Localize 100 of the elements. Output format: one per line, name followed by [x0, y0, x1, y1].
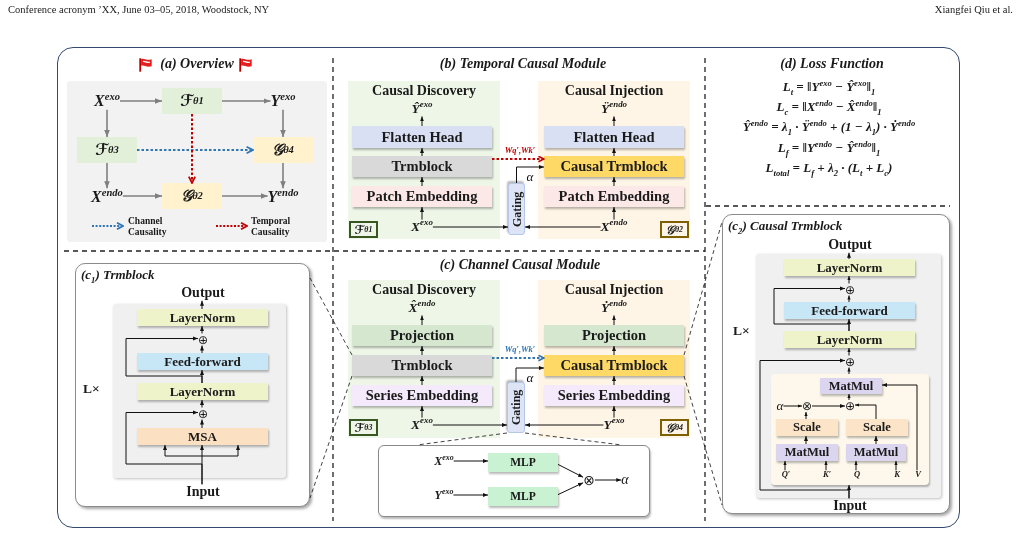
variable-label: V	[915, 470, 921, 480]
region-title: Causal Injection	[564, 282, 664, 298]
operator-symbol: ⊕	[844, 355, 856, 368]
attention-panel	[771, 374, 929, 485]
arrow	[783, 460, 787, 471]
module-region	[348, 81, 500, 239]
arrow	[759, 358, 850, 499]
legend-label: Channel Causality	[128, 216, 168, 238]
variable-label: Y$^{exo}$	[270, 92, 296, 110]
arrow	[524, 423, 604, 427]
arrow	[515, 366, 545, 383]
variable-label: X$^{exo}$	[411, 219, 433, 235]
dotted-arrow	[491, 155, 545, 163]
arrow	[824, 460, 828, 471]
edge-label: Wq′,Wk′	[503, 145, 537, 155]
arrow	[420, 147, 424, 157]
arrow	[125, 336, 203, 384]
panel-title: (c$_{2}$) Causal Trmblock	[728, 219, 843, 234]
arrow	[200, 345, 204, 354]
arrow	[874, 435, 878, 445]
arrow	[280, 162, 286, 189]
region-title: Causal Discovery	[372, 282, 476, 298]
arrow	[221, 193, 269, 199]
layer-box: MSA	[137, 428, 268, 445]
arrow	[119, 98, 163, 104]
operator-symbol: ⊗	[583, 473, 595, 487]
arrow	[557, 463, 584, 478]
arrow	[811, 404, 846, 408]
running-header: Conference acronym ’XX, June 03–05, 2018, Woodstock, NY	[8, 4, 270, 16]
edge-label: Wq′,Wk′	[503, 344, 537, 354]
section-title: (c) Channel Causal Module	[439, 257, 601, 273]
variable-label: Y$^{exo}$	[603, 417, 625, 433]
arrow	[420, 405, 424, 419]
layer-box: Flatten Head	[544, 126, 684, 148]
io-label: Input	[186, 484, 220, 500]
arrow	[847, 347, 851, 356]
arrow	[847, 275, 851, 284]
io-label: Output	[181, 285, 225, 301]
repeat-label: L×	[733, 324, 750, 339]
variable-label: α	[621, 472, 629, 488]
arrow	[104, 162, 110, 189]
layer-box: Patch Embedding	[352, 186, 492, 207]
layer-box: Flatten Head	[352, 126, 492, 148]
arrow	[280, 109, 286, 138]
arrow	[594, 478, 622, 482]
variable-label: X$^{exo}$	[94, 92, 120, 110]
region-title: Causal Discovery	[372, 83, 476, 99]
operator-symbol: ⊗	[801, 400, 813, 412]
variable-label: Ŷ$^{exo}$	[411, 101, 433, 117]
formula: L$_{total}$ = L$_{f}$ + λ$_{2}$ · (L$_{t}$ + L$_{c}$)	[765, 161, 893, 176]
layer-box: Feed-forward	[784, 302, 915, 319]
layer-box: Series Embedding	[352, 385, 492, 406]
variable-label: Ÿ$^{endo}$	[600, 101, 628, 117]
arrow	[847, 367, 851, 375]
variable-label: K′	[822, 470, 832, 480]
module-region	[348, 280, 500, 438]
variable-label: K	[894, 470, 900, 480]
layer-box: LayerNorm	[784, 259, 915, 276]
layer-box: LayerNorm	[137, 309, 268, 326]
zoom-line	[683, 221, 723, 356]
variable-label: X$^{exo}$	[434, 455, 454, 469]
arrow	[420, 314, 424, 326]
arrow	[612, 176, 616, 187]
repeat-label: L×	[83, 382, 100, 397]
layer-box: Projection	[352, 325, 492, 346]
layer-box: Feed-forward	[137, 353, 268, 370]
layer-box: Causal Trmblock	[544, 355, 684, 376]
zoom-line	[309, 277, 353, 356]
layer-box: Projection	[544, 325, 684, 346]
arrow	[516, 165, 545, 184]
zoom-line	[683, 375, 723, 506]
variable-label: Ẏ$^{endo}$	[600, 300, 628, 316]
arrow	[420, 375, 424, 386]
module-region	[538, 81, 690, 239]
detail-panel	[75, 263, 310, 507]
layer-box: Scale	[846, 419, 908, 436]
variable-label: X$^{endo}$	[600, 219, 628, 235]
arrow	[612, 147, 616, 157]
arrow	[804, 411, 808, 420]
arrow	[854, 460, 858, 471]
arrow	[612, 115, 616, 127]
arrow	[804, 435, 808, 445]
layer-box: Series Embedding	[544, 385, 684, 406]
arrow	[432, 225, 509, 229]
arrow	[453, 459, 489, 463]
layer-box: MatMul	[776, 444, 838, 461]
arrow	[432, 423, 508, 427]
formula: L$_{c}$ = ‖X$^{endo}$ − X̂$^{endo}$‖$_{1}$	[776, 100, 882, 115]
io-label: Input	[833, 498, 867, 514]
detail-panel	[722, 214, 950, 514]
arrow	[104, 109, 110, 138]
arrow	[163, 444, 203, 457]
gating-box: Gating	[507, 382, 525, 433]
operator-symbol: ⊕	[844, 283, 856, 296]
arrow	[881, 383, 918, 471]
arrow	[452, 493, 489, 497]
arrow	[612, 405, 616, 419]
arrow	[612, 206, 616, 221]
layer-box: LayerNorm	[784, 331, 915, 348]
legend-label: Temporal Causality	[251, 216, 292, 238]
